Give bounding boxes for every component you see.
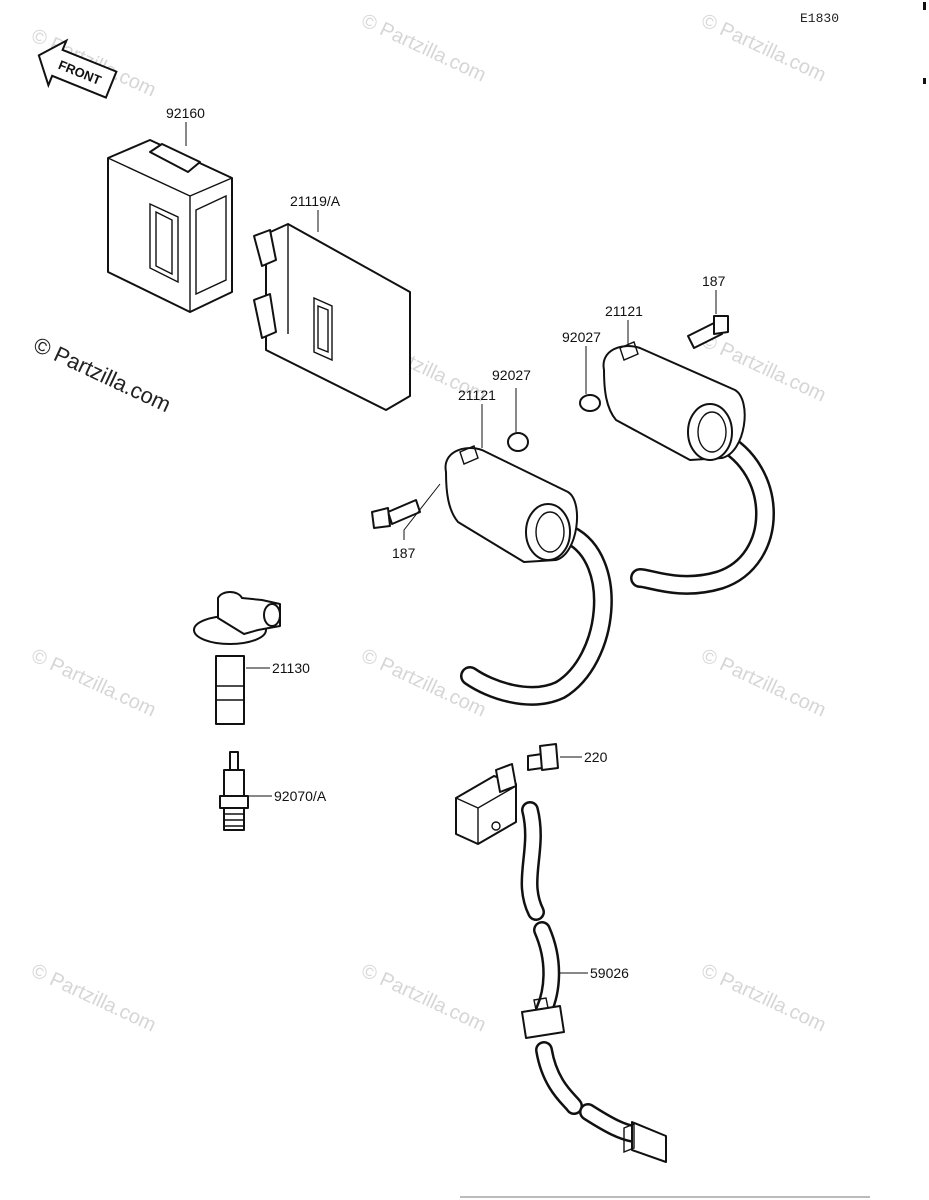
watermark-text: © Partzilla.com [698, 645, 829, 722]
plug-cap-21130 [193, 591, 281, 725]
pickup-coil-59026 [455, 763, 667, 1163]
spark-plug-92070 [219, 751, 249, 831]
edge-mark [923, 78, 926, 84]
watermark-text: © Partzilla.com [358, 10, 489, 87]
diagram-code: E1830 [800, 11, 839, 26]
watermark-main: © Partzilla.com [30, 332, 175, 417]
callout-187-top: 187 [702, 273, 726, 289]
edge-mark [923, 2, 926, 10]
ignition-coil-left [371, 445, 613, 706]
callout-92070a: 92070/A [274, 788, 327, 804]
case-92160 [107, 139, 233, 313]
igniter-21119 [253, 223, 411, 411]
nut-92027-right [579, 394, 601, 412]
bottom-edge-line [460, 1196, 870, 1198]
watermark-text: © Partzilla.com [358, 960, 489, 1037]
callout-21119a: 21119/A [290, 193, 341, 209]
screw-220 [527, 743, 559, 771]
callout-21130: 21130 [272, 660, 310, 676]
nut-92027-left [507, 432, 529, 452]
callout-21121-left: 21121 [458, 387, 496, 403]
leader-line [403, 483, 441, 540]
callout-92027-left: 92027 [492, 367, 531, 383]
callout-92027-right: 92027 [562, 329, 601, 345]
watermark-text: © Partzilla.com [28, 960, 159, 1037]
watermark-text: © Partzilla.com [28, 645, 159, 722]
callout-21121-right: 21121 [605, 303, 643, 319]
front-arrow: FRONT [37, 38, 118, 99]
watermark-text: © Partzilla.com [698, 960, 829, 1037]
callout-59026: 59026 [590, 965, 629, 981]
callout-92160: 92160 [166, 105, 205, 121]
ignition-coil-right [602, 315, 775, 595]
callout-220: 220 [584, 749, 608, 765]
callout-187-bottom: 187 [392, 545, 416, 561]
